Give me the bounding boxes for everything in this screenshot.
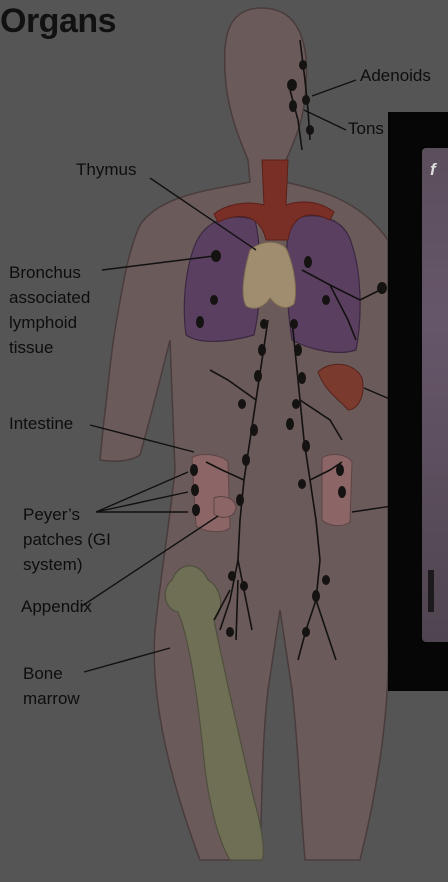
- label-peyers-patches: Peyer’s patches (GI system): [23, 502, 111, 577]
- label-adenoids: Adenoids: [360, 63, 431, 88]
- overlay-preview: [422, 148, 448, 642]
- right-lung: [286, 216, 360, 353]
- label-appendix: Appendix: [21, 594, 92, 619]
- overlay-glyph: f: [430, 160, 436, 180]
- label-balt: Bronchus associated lymphoid tissue: [9, 260, 90, 360]
- label-bone-marrow: Bone marrow: [23, 661, 80, 711]
- page-title: Organs: [0, 2, 116, 41]
- overlay-bar: [428, 570, 434, 612]
- label-thymus: Thymus: [76, 157, 136, 182]
- thymus-gland: [243, 242, 296, 308]
- label-tonsils: Tons: [348, 116, 384, 141]
- body-silhouette: [100, 8, 388, 860]
- label-intestine: Intestine: [9, 411, 73, 436]
